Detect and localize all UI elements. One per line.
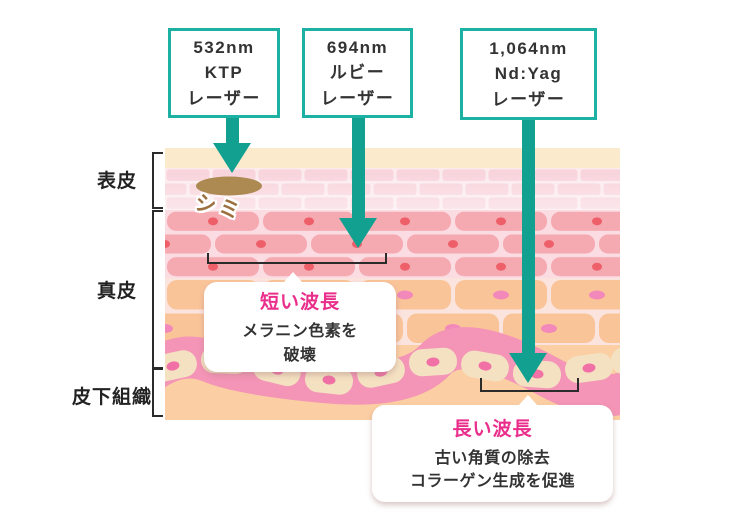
bracket-epidermis [152,152,163,209]
laser-wavelength: 1,064nm [489,38,568,58]
callout-body-line: コラーゲン生成を促進 [409,473,575,490]
callout-long-wavelength: 長い波長 古い角質の除去 コラーゲン生成を促進 [372,395,613,502]
laser-label-532nm-ktp: 532nm KTP レーザー [168,28,280,118]
label-dermis: 真皮 [97,281,138,302]
laser-label-694nm-ruby: 694nm ルビー レーザー [302,28,413,118]
laser-type: Nd:Yag [494,64,563,84]
label-epidermis: 表皮 [97,171,138,192]
callout-title: 長い波長 [452,418,533,440]
laser-wavelength: 532nm [193,37,255,57]
bracket-subcutaneous [152,368,163,417]
callout-body-line: 破壊 [283,346,317,364]
layer-dermis-cells [165,210,620,278]
arrow-ndyag-head-icon [509,353,547,383]
laser-type: KTP [204,63,244,83]
range-bracket-short-wavelength [207,253,387,264]
callout-pointer-up [283,272,303,283]
callout-short-wavelength: 短い波長 メラニン色素を 破壊 [204,272,396,372]
pigment-spot [196,176,262,196]
arrow-ndyag-shaft [522,117,535,353]
laser-type: ルビー [329,63,386,83]
bracket-dermis [152,210,163,369]
layer-stratum-corneum [165,148,620,168]
laser-wavelength: 694nm [326,37,389,57]
callout-body-line: メラニン色素を [242,323,358,341]
label-subcutaneous: 皮下組織 [72,387,153,408]
arrow-ktp-shaft [226,115,239,143]
arrow-ruby-shaft [352,115,365,218]
laser-word: レーザー [491,89,566,109]
arrow-ktp-head-icon [213,143,251,173]
callout-pointer-up [518,395,538,406]
laser-word: レーザー [320,88,395,108]
laser-label-1064nm-ndyag: 1,064nm Nd:Yag レーザー [460,28,597,120]
arrow-ruby-head-icon [339,218,377,248]
range-bracket-long-wavelength [480,378,579,392]
callout-body-line: 古い角質の除去 [434,449,551,467]
callout-title: 短い波長 [259,292,340,314]
laser-word: レーザー [187,88,261,108]
